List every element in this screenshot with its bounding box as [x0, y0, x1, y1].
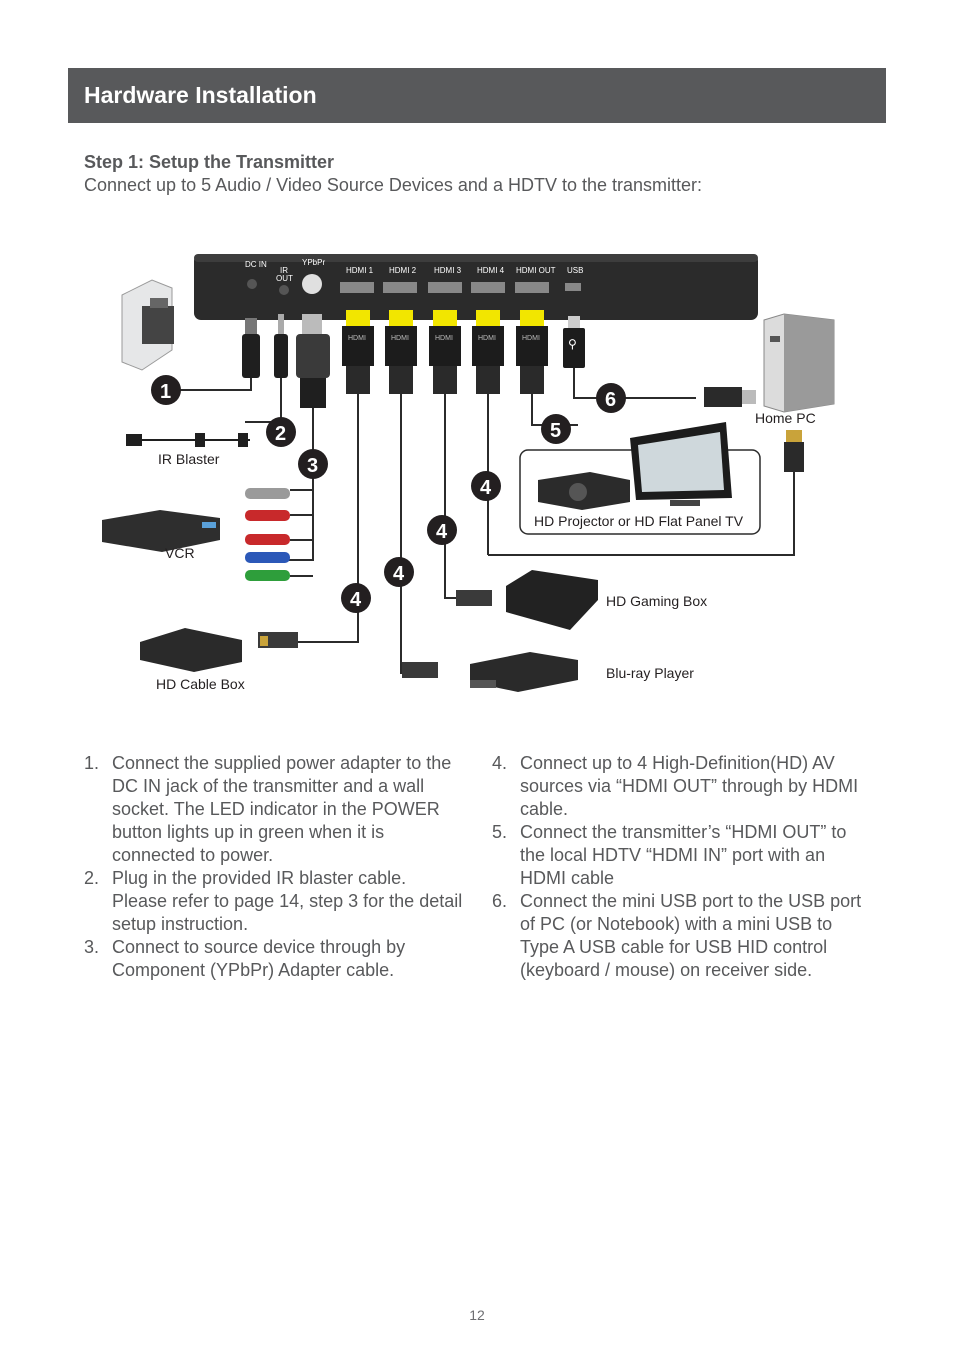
instruction-text: Connect up to 4 High-Definition(HD) AV s…	[520, 753, 859, 819]
wall-socket-icon	[121, 279, 174, 371]
port-usb-label: USB	[567, 266, 583, 275]
port-hdmi2-label: HDMI 2	[389, 266, 417, 275]
instruction-number: 3.	[84, 937, 100, 957]
transmitter-device: DC IN IR OUT YPbPr HDMI 1 HDMI 2 HDMI 3 …	[194, 254, 758, 320]
instruction-item: 3. Connect to source device through by C…	[84, 936, 464, 982]
step-title: Step 1: Setup the Transmitter	[84, 152, 335, 172]
hdmi-plug-2-text: HDMI	[391, 335, 409, 342]
instruction-text: Connect to source device through by Comp…	[112, 937, 406, 980]
badge-5: 5	[541, 414, 571, 444]
hdmi-plug-2: HDMI	[385, 310, 417, 394]
port-ir-label: IR	[280, 266, 288, 275]
instruction-text: Connect the transmitter’s “HDMI OUT” to …	[520, 822, 847, 888]
badge-4c-text: 4	[436, 521, 448, 543]
port-hdmi1-label: HDMI 1	[346, 266, 374, 275]
instruction-item: 6. Connect the mini USB port to the USB …	[492, 890, 872, 982]
hdmi-plug-out-text: HDMI	[522, 335, 540, 342]
port-hdmi3-label: HDMI 3	[434, 266, 462, 275]
instruction-number: 6.	[492, 891, 508, 911]
badge-4c: 4	[427, 515, 457, 545]
port-ypbpr-label: YPbPr	[302, 258, 325, 267]
instruction-text: Connect the mini USB port to the USB por…	[520, 891, 862, 980]
home-pc-icon	[763, 313, 835, 413]
port-ir-out-label: OUT	[276, 274, 293, 283]
port-dc-in-label: DC IN	[245, 260, 267, 269]
usb-a-plug-icon	[704, 387, 756, 407]
instruction-item: 2. Plug in the provided IR blaster cable…	[84, 867, 464, 936]
badge-4b-text: 4	[393, 563, 405, 585]
instructions-left-column: 1. Connect the supplied power adapter to…	[84, 752, 464, 982]
hd-cable-box-device	[140, 628, 298, 672]
vcr-label: VCR	[165, 545, 195, 561]
home-pc-label: Home PC	[755, 410, 816, 426]
power-plug-icon	[242, 318, 260, 378]
badge-4d: 4	[471, 471, 501, 501]
hdmi-plug-1-text: HDMI	[348, 335, 366, 342]
step-description: Connect up to 5 Audio / Video Source Dev…	[84, 175, 703, 195]
instruction-item: 5. Connect the transmitter’s “HDMI OUT” …	[492, 821, 872, 890]
badge-1: 1	[151, 375, 181, 405]
hd-gaming-box-label: HD Gaming Box	[606, 593, 707, 609]
hdmi4-port	[471, 282, 505, 293]
badge-3-text: 3	[307, 455, 318, 477]
port-hdmi4-label: HDMI 4	[477, 266, 505, 275]
badge-4a: 4	[341, 583, 371, 613]
hdmi-plug-cable-box	[260, 636, 268, 646]
ir-plug-icon	[274, 314, 288, 378]
usb-plug-icon: ⚲	[563, 316, 585, 368]
blu-ray-player-label: Blu-ray Player	[606, 665, 694, 681]
badge-4d-text: 4	[480, 477, 492, 499]
ypbpr-port	[302, 274, 322, 294]
badge-1-text: 1	[160, 381, 171, 403]
instruction-number: 4.	[492, 753, 508, 773]
section-title: Hardware Installation	[84, 82, 317, 108]
hdmi-out-port	[515, 282, 549, 293]
badge-2: 2	[266, 417, 296, 447]
hdmi-plug-pc	[784, 430, 804, 472]
flat-panel-tv-icon	[630, 422, 732, 506]
hdmi-plug-4: HDMI	[472, 310, 504, 394]
projector-icon	[538, 472, 630, 510]
dc-in-port	[247, 279, 257, 289]
section-header-bar: Hardware Installation	[68, 68, 886, 123]
hdmi-plug-1: HDMI	[342, 310, 374, 394]
usb-port	[565, 283, 581, 291]
hdmi-plug-out: HDMI	[516, 310, 548, 394]
rca-plugs	[245, 488, 290, 581]
badge-6: 6	[596, 383, 626, 413]
instruction-text: Connect the supplied power adapter to th…	[112, 753, 452, 865]
badge-6-text: 6	[605, 389, 616, 411]
port-hdmi-out-label: HDMI OUT	[516, 266, 556, 275]
hdmi-plug-3: HDMI	[429, 310, 461, 394]
ir-out-port	[279, 285, 289, 295]
ir-blaster-label: IR Blaster	[158, 451, 220, 467]
blu-ray-player-device	[402, 652, 578, 692]
vcr-device	[102, 510, 220, 552]
hdmi3-port	[428, 282, 462, 293]
instruction-number: 2.	[84, 868, 100, 888]
hdmi1-port	[340, 282, 374, 293]
hdmi-plug-3-text: HDMI	[435, 335, 453, 342]
ir-blaster-cable	[126, 433, 250, 447]
instruction-item: 4. Connect up to 4 High-Definition(HD) A…	[492, 752, 872, 821]
svg-text:⚲: ⚲	[568, 337, 577, 351]
instruction-item: 1. Connect the supplied power adapter to…	[84, 752, 464, 867]
hd-cable-box-label: HD Cable Box	[156, 676, 245, 692]
badge-4b: 4	[384, 557, 414, 587]
hdmi-plug-4-text: HDMI	[478, 335, 496, 342]
connection-diagram: DC IN IR OUT YPbPr HDMI 1 HDMI 2 HDMI 3 …	[102, 254, 835, 692]
hd-display-label: HD Projector or HD Flat Panel TV	[534, 513, 744, 529]
instructions-right-column: 4. Connect up to 4 High-Definition(HD) A…	[492, 752, 872, 982]
hdmi2-port	[383, 282, 417, 293]
badge-5-text: 5	[550, 420, 561, 442]
hd-gaming-box-device	[456, 570, 598, 630]
badge-3: 3	[298, 449, 328, 479]
instruction-number: 1.	[84, 753, 100, 773]
page-number: 12	[469, 1307, 485, 1323]
ypbpr-plug-icon	[296, 314, 330, 408]
instruction-text: Plug in the provided IR blaster cable. P…	[112, 868, 463, 934]
badge-2-text: 2	[275, 423, 286, 445]
badge-4a-text: 4	[350, 589, 362, 611]
instruction-number: 5.	[492, 822, 508, 842]
